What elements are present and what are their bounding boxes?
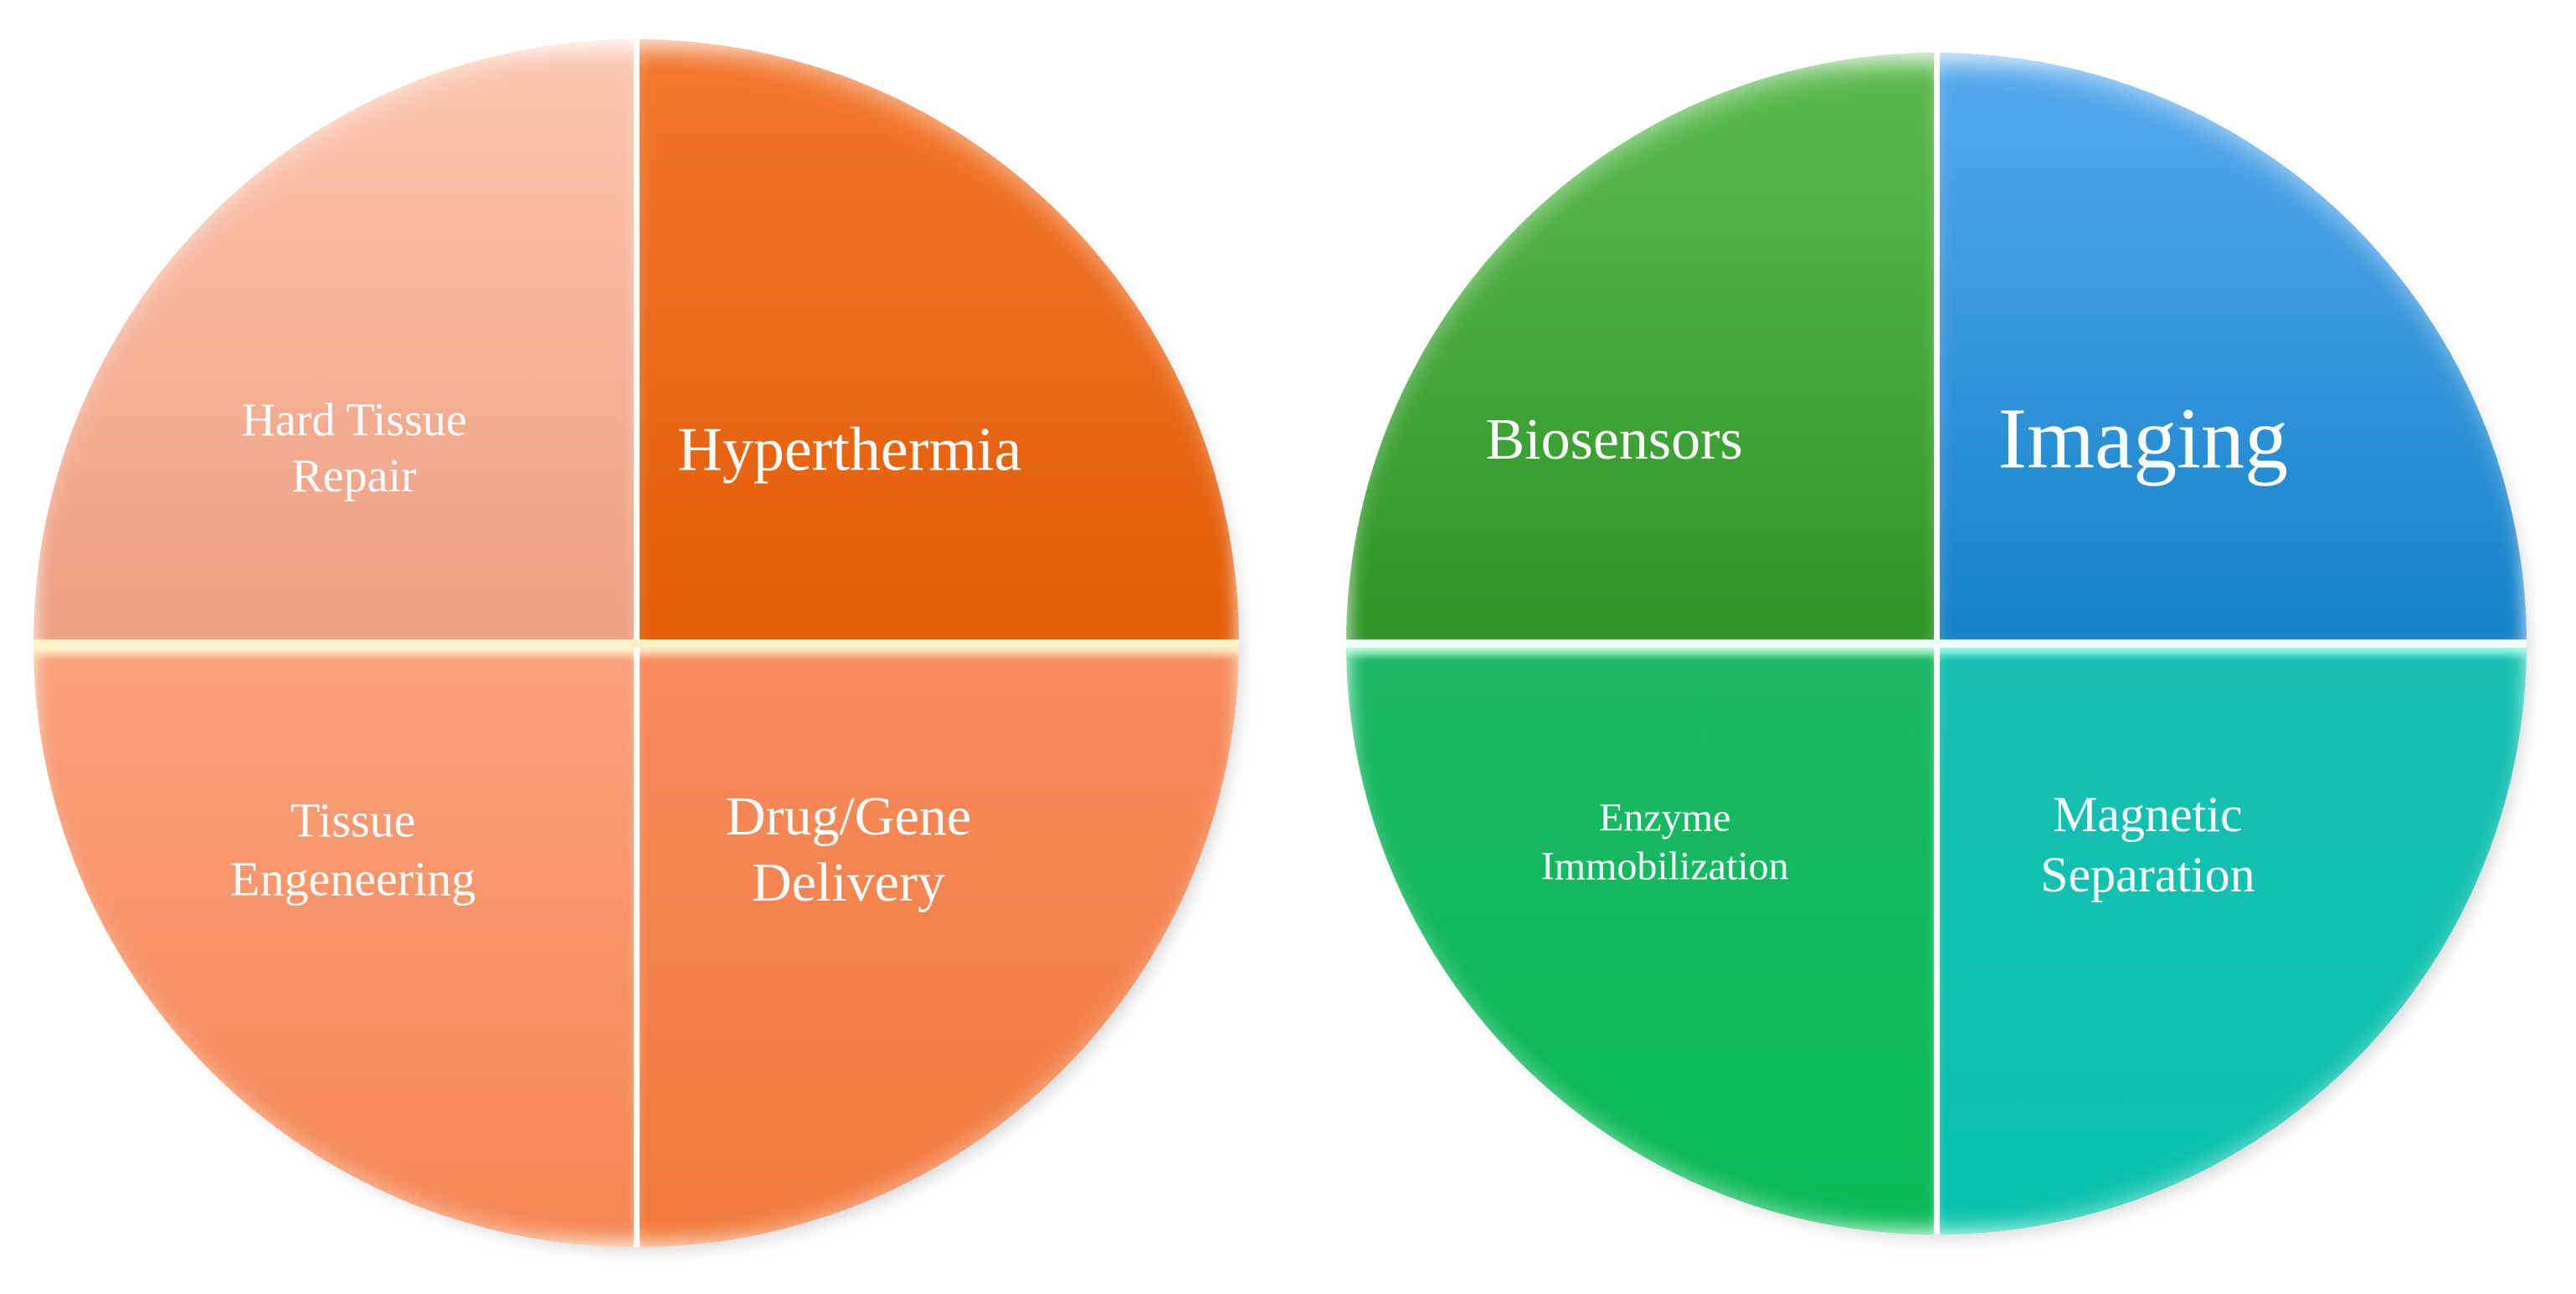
quadrant-tissue-engeneering bbox=[33, 647, 634, 1247]
orange-quadrant-circle: Hard Tissue Repair Hyperthermia Tissue E… bbox=[33, 39, 1239, 1247]
green-blue-quadrant-circle: Biosensors Imaging Enzyme Immobilization… bbox=[1346, 53, 2527, 1235]
quadrant-hyperthermia bbox=[639, 39, 1239, 639]
quadrant-enzyme-immobilization bbox=[1346, 648, 1934, 1235]
horizontal-divider bbox=[33, 639, 1239, 648]
quadrant-imaging bbox=[1939, 53, 2527, 639]
quadrant-biosensors bbox=[1346, 53, 1934, 639]
quadrant-drug-gene-delivery bbox=[639, 647, 1239, 1247]
quadrant-magnetic-separation bbox=[1939, 648, 2527, 1235]
quadrant-hard-tissue-repair bbox=[33, 39, 634, 639]
horizontal-divider bbox=[1346, 639, 2527, 648]
